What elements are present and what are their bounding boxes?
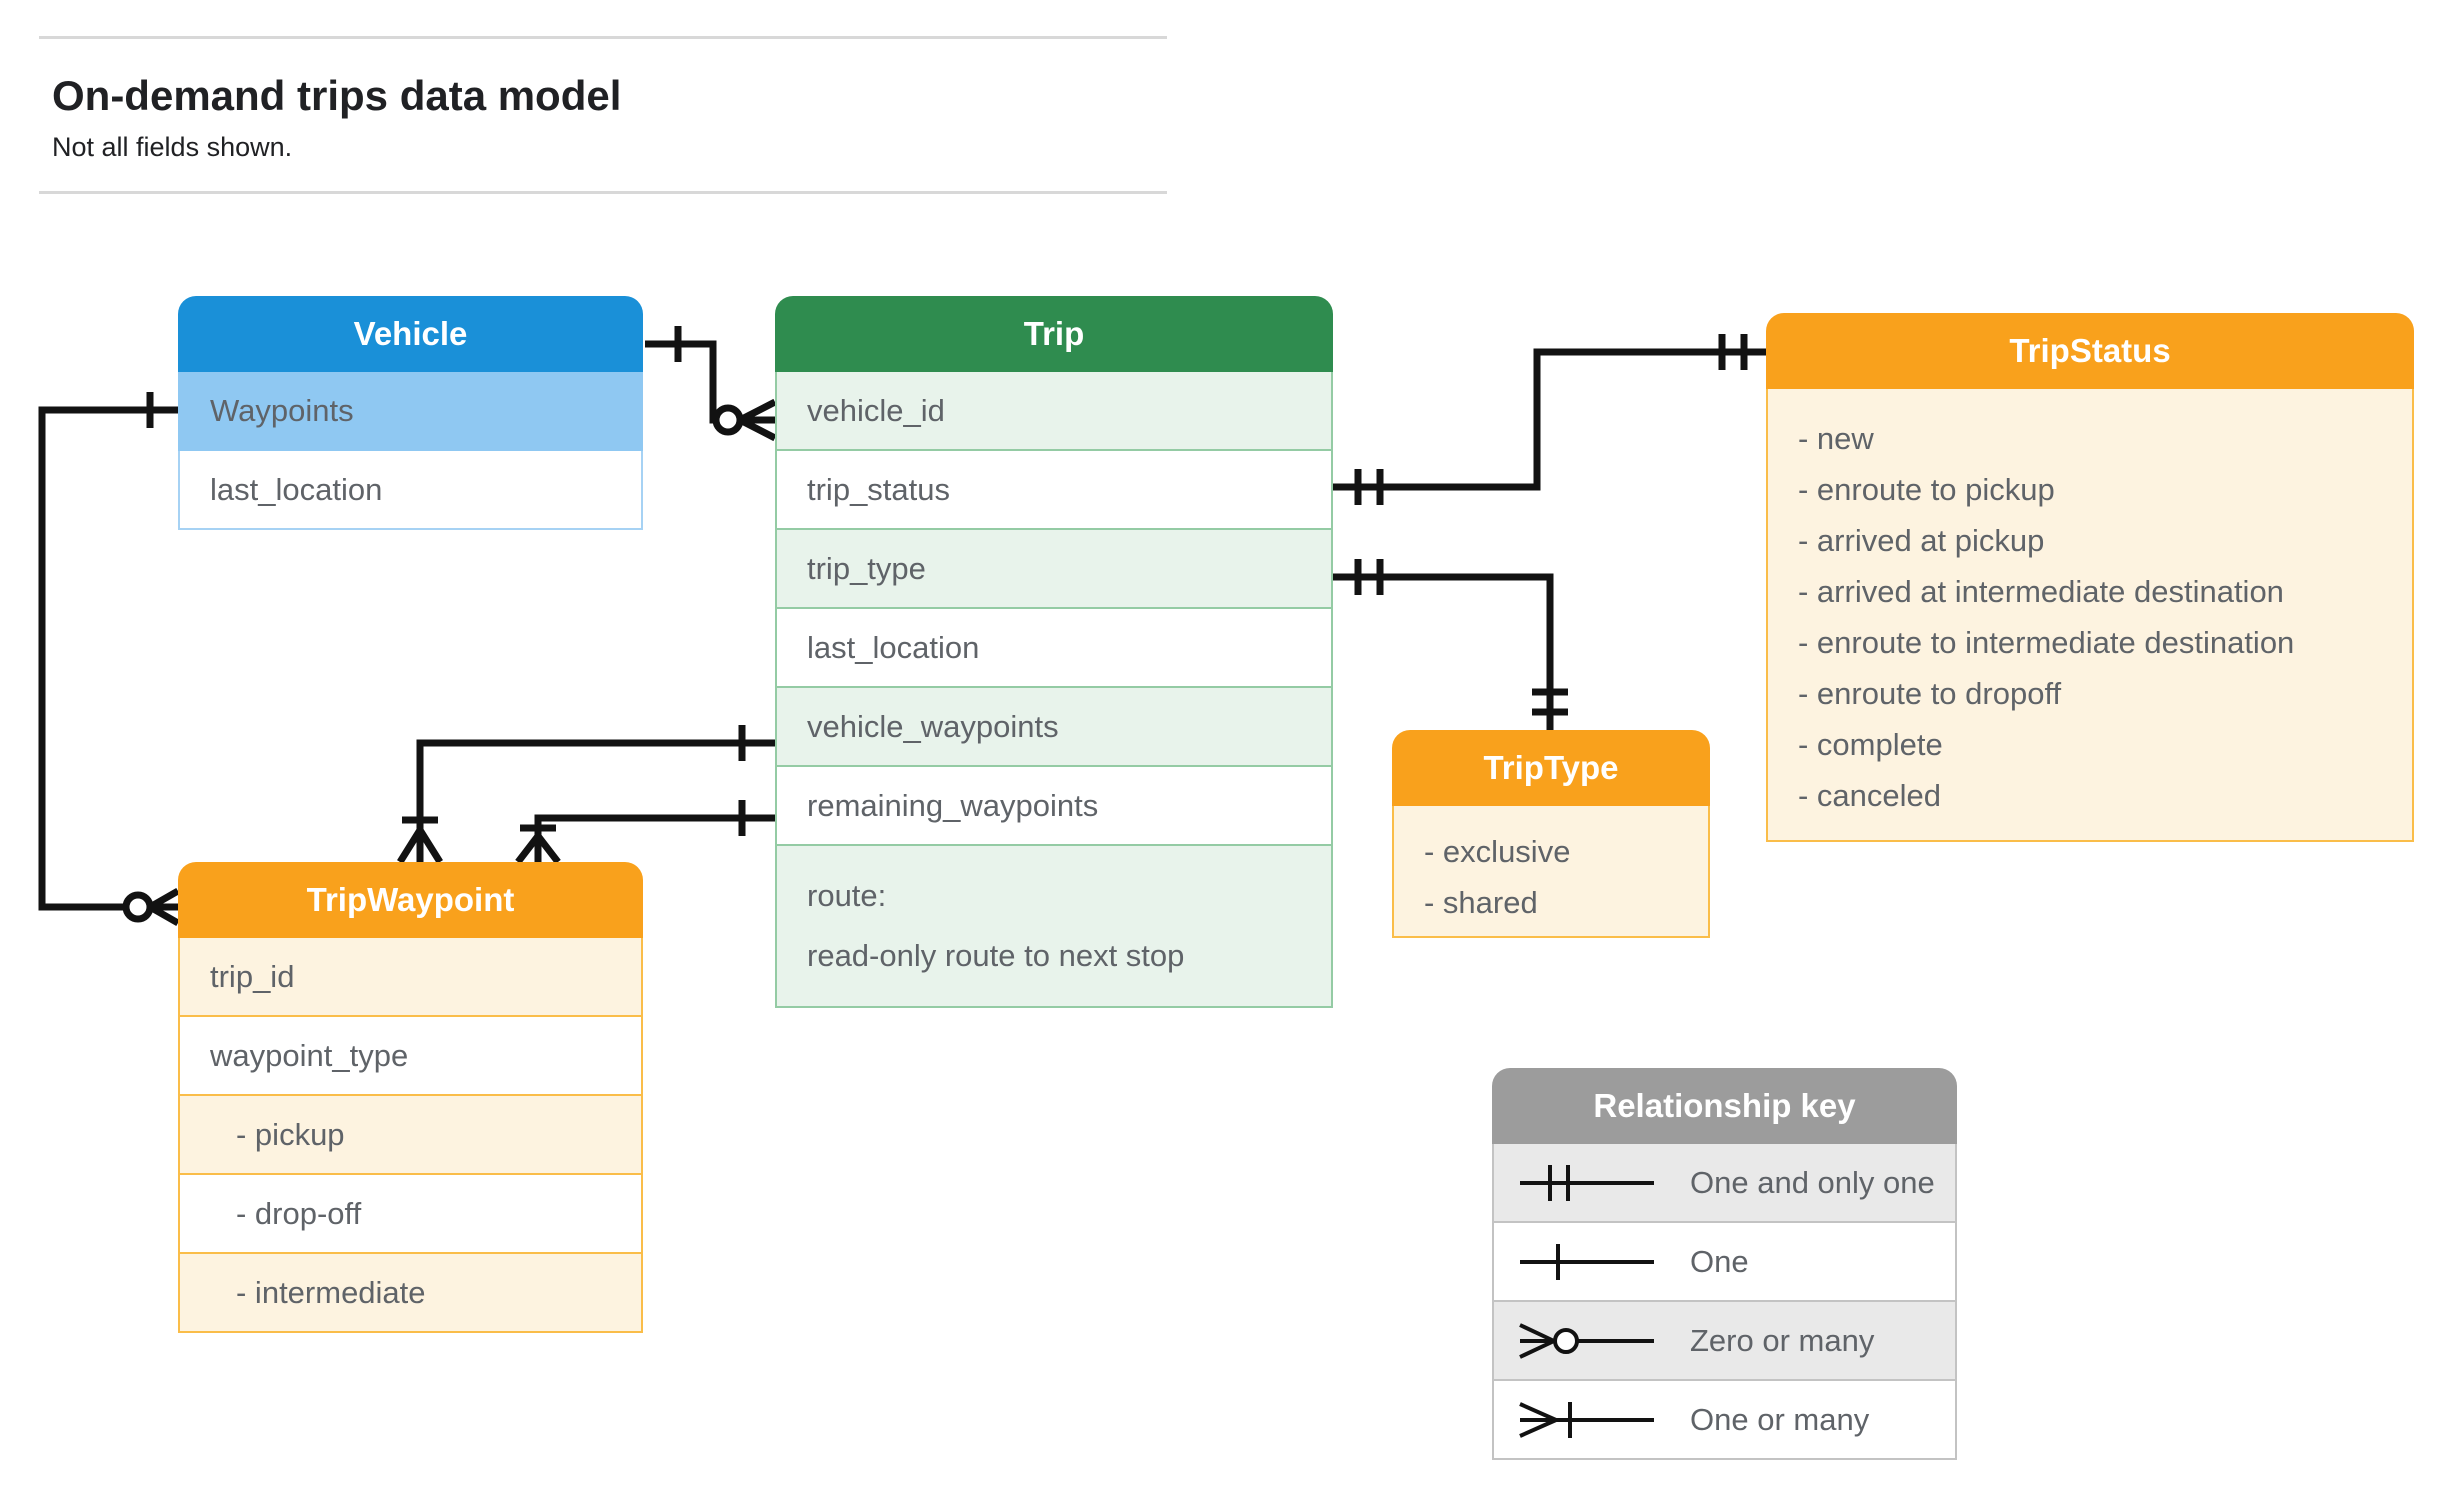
field-last-location: last_location bbox=[775, 609, 1333, 688]
field-remaining-waypoints: remaining_waypoints bbox=[775, 767, 1333, 846]
entity-tripwaypoint: TripWaypoint trip_id waypoint_type - pic… bbox=[178, 862, 643, 1333]
crow-foot bbox=[738, 398, 777, 442]
title-rule bbox=[39, 191, 1167, 194]
entity-tripwaypoint-title: TripWaypoint bbox=[178, 862, 643, 938]
relationship-key-title: Relationship key bbox=[1492, 1068, 1957, 1144]
connector-trip-to-triptype bbox=[1333, 559, 1568, 730]
entity-vehicle: Vehicle Waypoints last_location bbox=[178, 296, 643, 530]
type-value: - shared bbox=[1424, 885, 1538, 920]
status-value: - arrived at pickup bbox=[1798, 523, 2045, 558]
legend-item-one-and-only-one: One and only one bbox=[1492, 1144, 1957, 1223]
entity-tripstatus: TripStatus - new - enroute to pickup - a… bbox=[1766, 313, 2414, 842]
entity-vehicle-title: Vehicle bbox=[178, 296, 643, 372]
legend-label: One and only one bbox=[1690, 1164, 1935, 1200]
connector-vehicle-to-trip bbox=[645, 326, 777, 442]
field-vehicle-waypoints: vehicle_waypoints bbox=[775, 688, 1333, 767]
field-trip-status: trip_status bbox=[775, 451, 1333, 530]
status-value: - new bbox=[1798, 421, 1874, 456]
one-and-only-one-icon bbox=[1520, 1164, 1654, 1201]
status-value: - enroute to dropoff bbox=[1798, 676, 2062, 711]
crow-foot bbox=[397, 828, 443, 864]
status-value: - enroute to intermediate destination bbox=[1798, 625, 2295, 660]
connector-vehicle-to-tripwaypoint bbox=[38, 392, 180, 927]
status-value: - enroute to pickup bbox=[1798, 472, 2055, 507]
field-vehicle-id: vehicle_id bbox=[775, 372, 1333, 451]
entity-trip: Trip vehicle_id trip_status trip_type la… bbox=[775, 296, 1333, 1008]
zero-or-many-icon bbox=[1519, 1322, 1654, 1359]
legend-item-one-or-many: One or many bbox=[1492, 1381, 1957, 1460]
crow-foot bbox=[148, 887, 180, 927]
zero-circle bbox=[712, 404, 744, 436]
crow-foot bbox=[515, 833, 561, 865]
field-last-location: last_location bbox=[178, 451, 643, 530]
connector-remainingwaypoints-to-tripwaypoint bbox=[515, 800, 775, 865]
status-value: - arrived at intermediate destination bbox=[1798, 574, 2284, 609]
route-description: read-only route to next stop bbox=[807, 938, 1185, 973]
waypoint-value-intermediate: - intermediate bbox=[178, 1254, 643, 1333]
entity-triptype-title: TripType bbox=[1392, 730, 1710, 806]
connector-vehiclewaypoints-to-tripwaypoint bbox=[397, 725, 775, 864]
entity-trip-title: Trip bbox=[775, 296, 1333, 372]
triptype-values: - exclusive - shared bbox=[1392, 806, 1710, 938]
waypoint-value-pickup: - pickup bbox=[178, 1096, 643, 1175]
entity-tripstatus-title: TripStatus bbox=[1766, 313, 2414, 389]
connector-trip-to-tripstatus bbox=[1333, 334, 1766, 505]
status-value: - canceled bbox=[1798, 778, 1942, 813]
type-value: - exclusive bbox=[1424, 834, 1571, 869]
zero-circle bbox=[122, 891, 154, 923]
waypoint-value-dropoff: - drop-off bbox=[178, 1175, 643, 1254]
top-rule bbox=[39, 36, 1167, 39]
field-trip-type: trip_type bbox=[775, 530, 1333, 609]
relationship-key: Relationship key One and only one One Ze bbox=[1492, 1068, 1957, 1460]
one-or-many-icon bbox=[1519, 1401, 1654, 1438]
page-subtitle: Not all fields shown. bbox=[52, 132, 293, 162]
legend-label: One or many bbox=[1690, 1401, 1870, 1437]
status-value: - complete bbox=[1798, 727, 1943, 762]
route-label: route: bbox=[807, 878, 887, 913]
field-trip-id: trip_id bbox=[178, 938, 643, 1017]
one-icon bbox=[1520, 1243, 1654, 1280]
field-waypoint-type: waypoint_type bbox=[178, 1017, 643, 1096]
entity-triptype: TripType - exclusive - shared bbox=[1392, 730, 1710, 938]
legend-item-one: One bbox=[1492, 1223, 1957, 1302]
legend-label: One bbox=[1690, 1243, 1749, 1279]
legend-item-zero-or-many: Zero or many bbox=[1492, 1302, 1957, 1381]
field-waypoints: Waypoints bbox=[178, 372, 643, 451]
tripstatus-values: - new - enroute to pickup - arrived at p… bbox=[1766, 389, 2414, 842]
page-title: On-demand trips data model bbox=[52, 72, 622, 119]
field-route: route: read-only route to next stop bbox=[775, 846, 1333, 1008]
legend-label: Zero or many bbox=[1690, 1322, 1875, 1358]
